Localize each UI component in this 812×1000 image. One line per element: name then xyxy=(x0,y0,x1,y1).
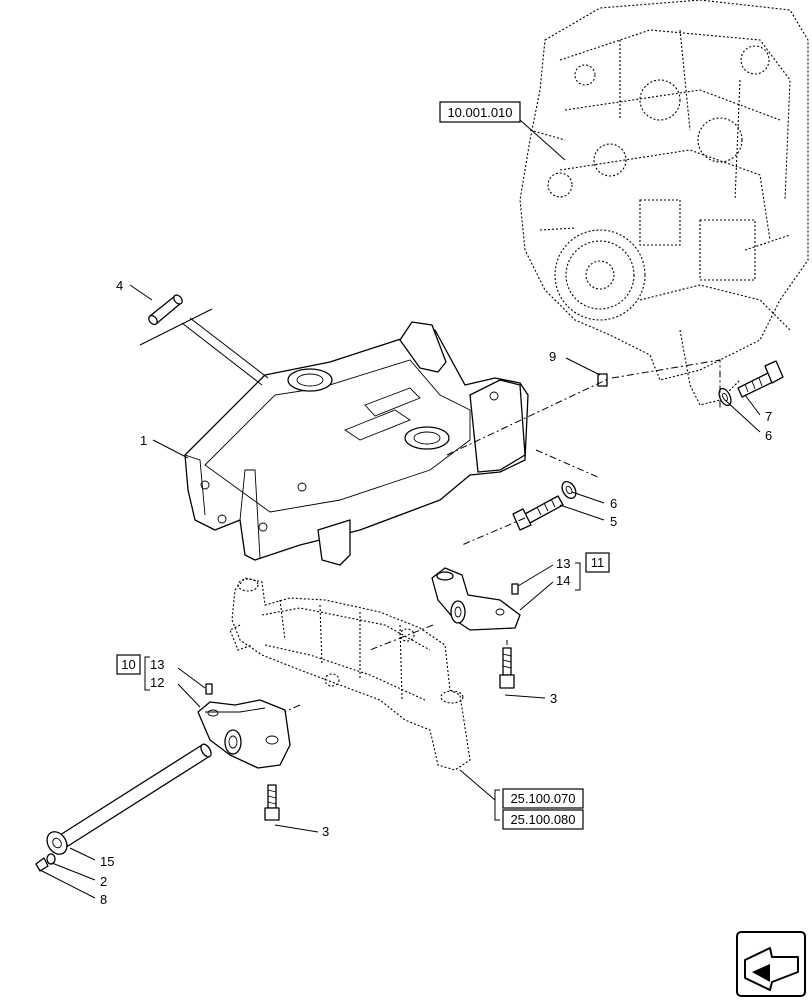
callout-4: 4 xyxy=(116,278,123,293)
callout-15: 15 xyxy=(100,854,114,869)
pin-4 xyxy=(148,294,183,326)
support-bracket-right xyxy=(431,567,521,631)
callout-6-center: 6 xyxy=(610,496,617,511)
callout-2: 2 xyxy=(100,874,107,889)
group-right-label: 11 xyxy=(591,555,605,570)
callout-1: 1 xyxy=(140,433,147,448)
group-box-right xyxy=(585,552,610,573)
callout-7: 7 xyxy=(765,409,772,424)
screw-8 xyxy=(35,857,49,872)
washer-6-center xyxy=(561,480,577,500)
dowel-13-left xyxy=(205,683,213,695)
callout-12: 12 xyxy=(150,675,164,690)
group-box-left xyxy=(116,654,141,675)
callout-5: 5 xyxy=(610,514,617,529)
support-bracket-left xyxy=(197,699,291,769)
reference-axle-a: 25.100.070 xyxy=(510,791,575,806)
reference-axle-b: 25.100.080 xyxy=(510,812,575,827)
bolt-7 xyxy=(737,360,784,398)
bolt-5 xyxy=(512,495,564,531)
front-axle-body xyxy=(229,577,471,771)
callout-8: 8 xyxy=(100,892,107,907)
callout-13-left: 13 xyxy=(150,657,164,672)
reference-box-engine xyxy=(439,101,521,123)
callout-14: 14 xyxy=(556,573,570,588)
callout-9: 9 xyxy=(549,349,556,364)
bolt-3-left xyxy=(264,784,280,821)
washer-6-right xyxy=(718,387,732,407)
callout-13-right: 13 xyxy=(556,556,570,571)
callout-6-right: 6 xyxy=(765,428,772,443)
callout-3-left: 3 xyxy=(322,824,329,839)
dowel-13-right xyxy=(511,583,519,595)
front-support-frame xyxy=(184,321,529,566)
reference-box-axle-a xyxy=(502,788,584,809)
engine-assembly xyxy=(519,0,809,406)
washer-2 xyxy=(46,853,56,865)
navigation-arrow-icon[interactable] xyxy=(736,931,806,997)
callout-3-right: 3 xyxy=(550,691,557,706)
reference-box-axle-b xyxy=(502,809,584,830)
group-left-label: 10 xyxy=(121,657,135,672)
reference-engine: 10.001.010 xyxy=(447,105,512,120)
pivot-shaft-15 xyxy=(46,743,212,855)
bolt-3-right xyxy=(499,647,515,689)
